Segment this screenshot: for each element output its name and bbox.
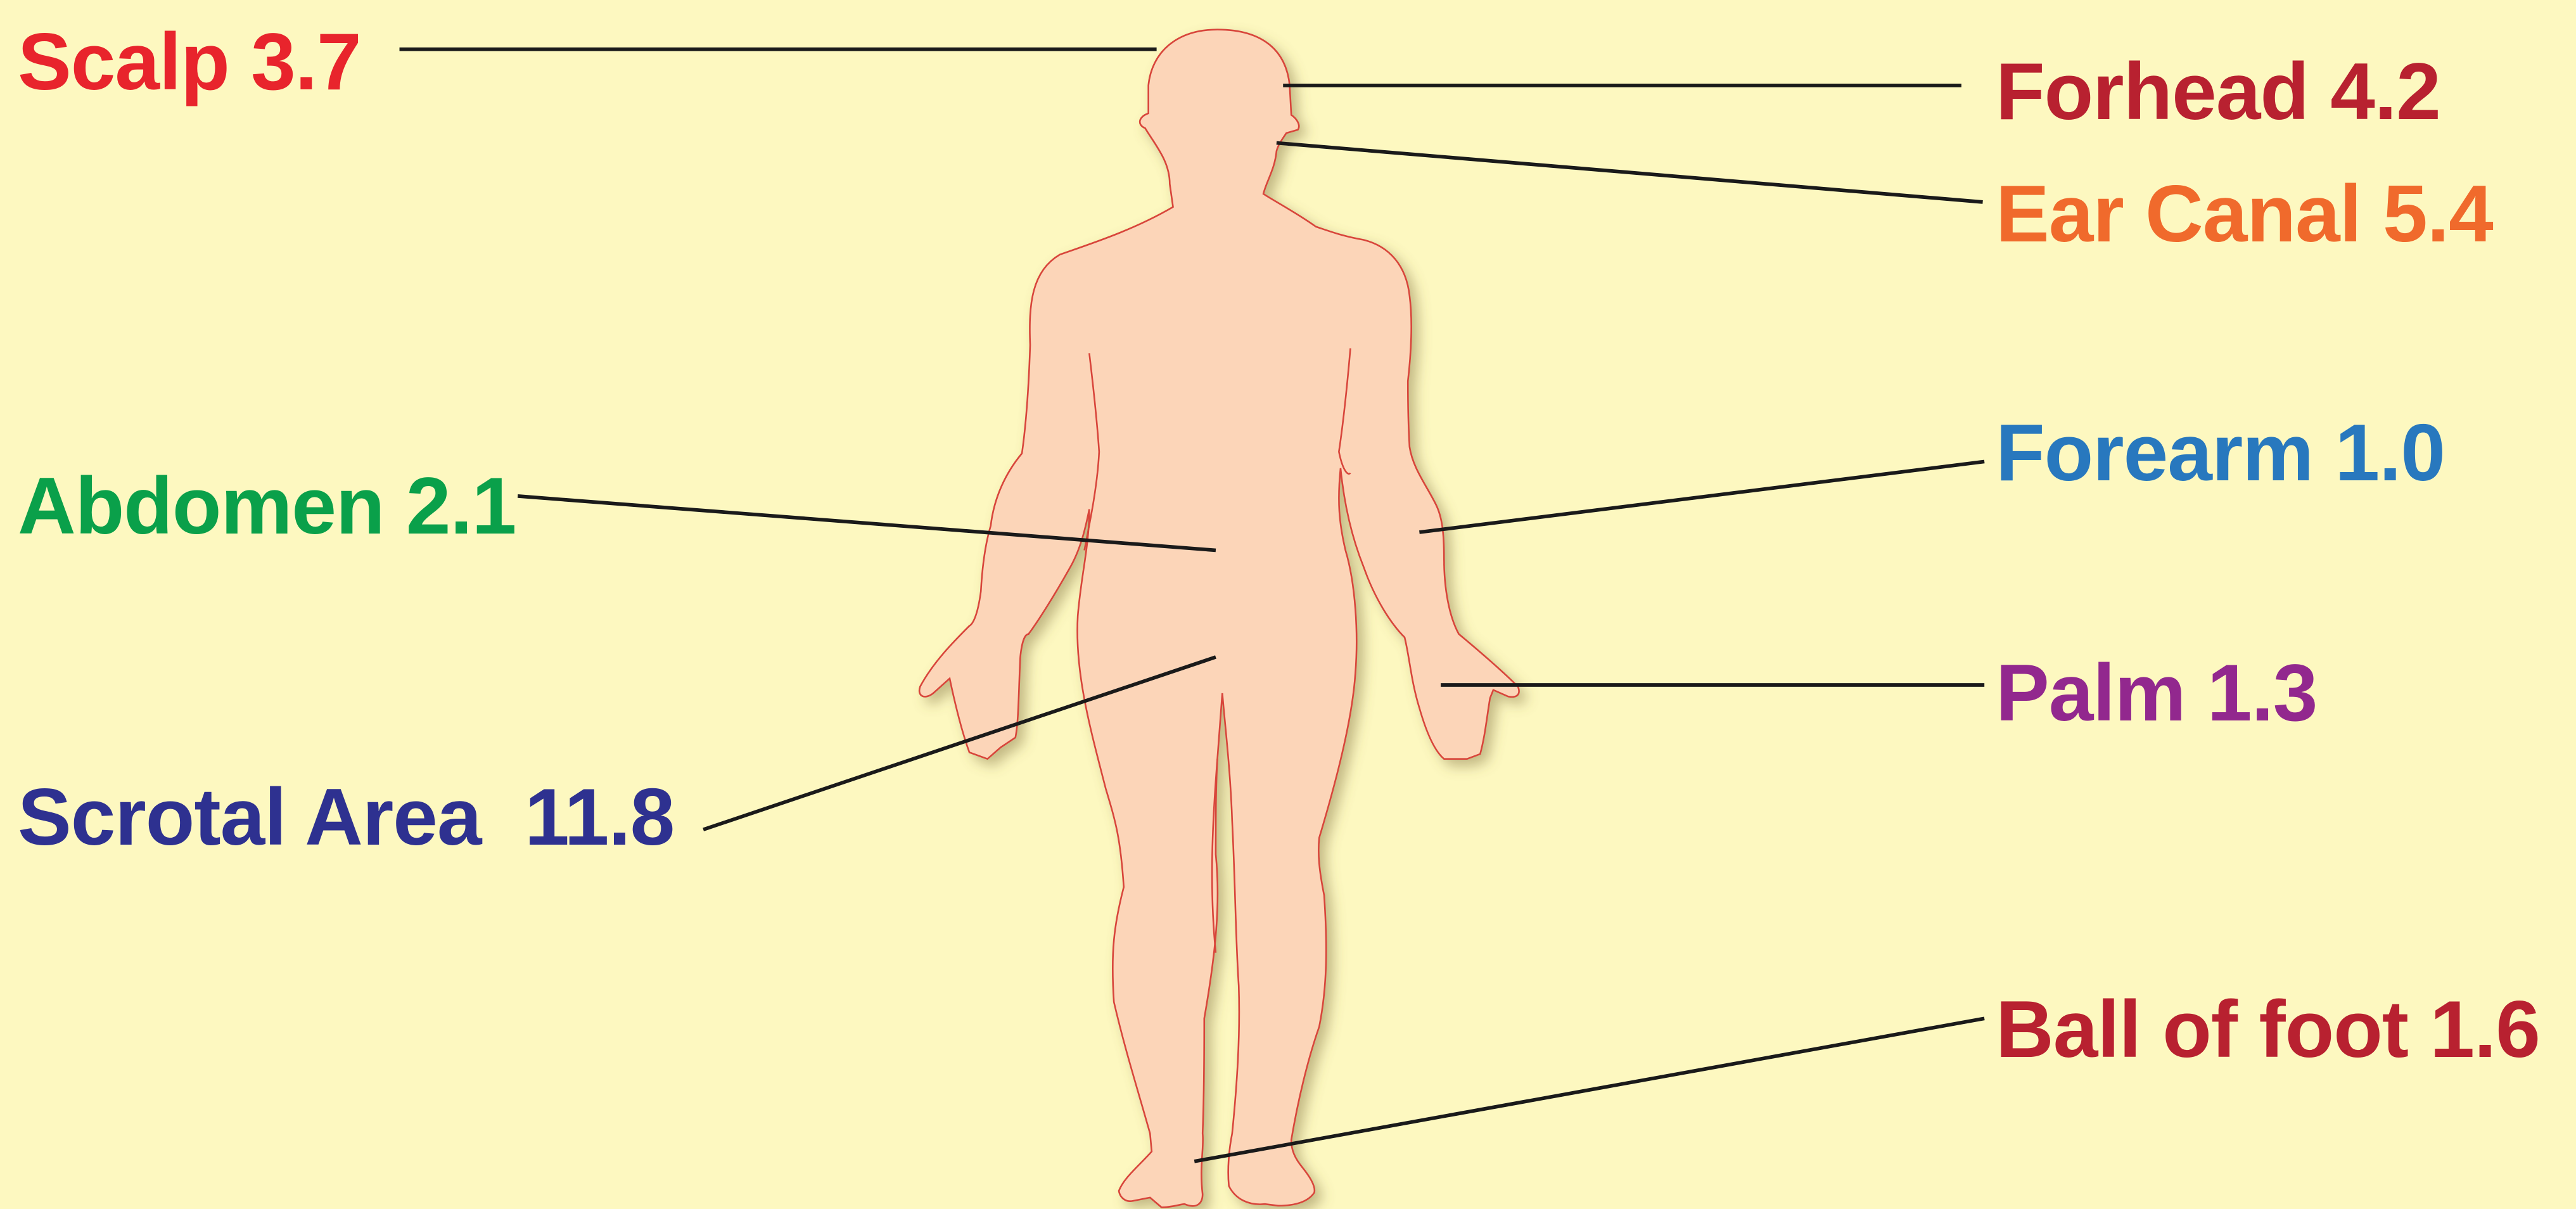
label-forearm: Forearm 1.0: [1996, 413, 2445, 493]
label-ear-canal: Ear Canal 5.4: [1996, 174, 2493, 254]
leader-line-forearm: [1419, 461, 1984, 532]
body-silhouette: [919, 30, 1519, 1208]
label-forhead: Forhead 4.2: [1996, 51, 2440, 132]
leader-line-earcanal: [1277, 143, 1983, 202]
label-scrotal-area: Scrotal Area 11.8: [18, 777, 674, 857]
label-abdomen: Abdomen 2.1: [18, 466, 516, 546]
label-palm: Palm 1.3: [1996, 653, 2317, 733]
label-ball-of-foot: Ball of foot 1.6: [1996, 989, 2540, 1070]
label-scalp: Scalp 3.7: [18, 22, 361, 102]
human-body-figure: [919, 30, 1519, 1208]
